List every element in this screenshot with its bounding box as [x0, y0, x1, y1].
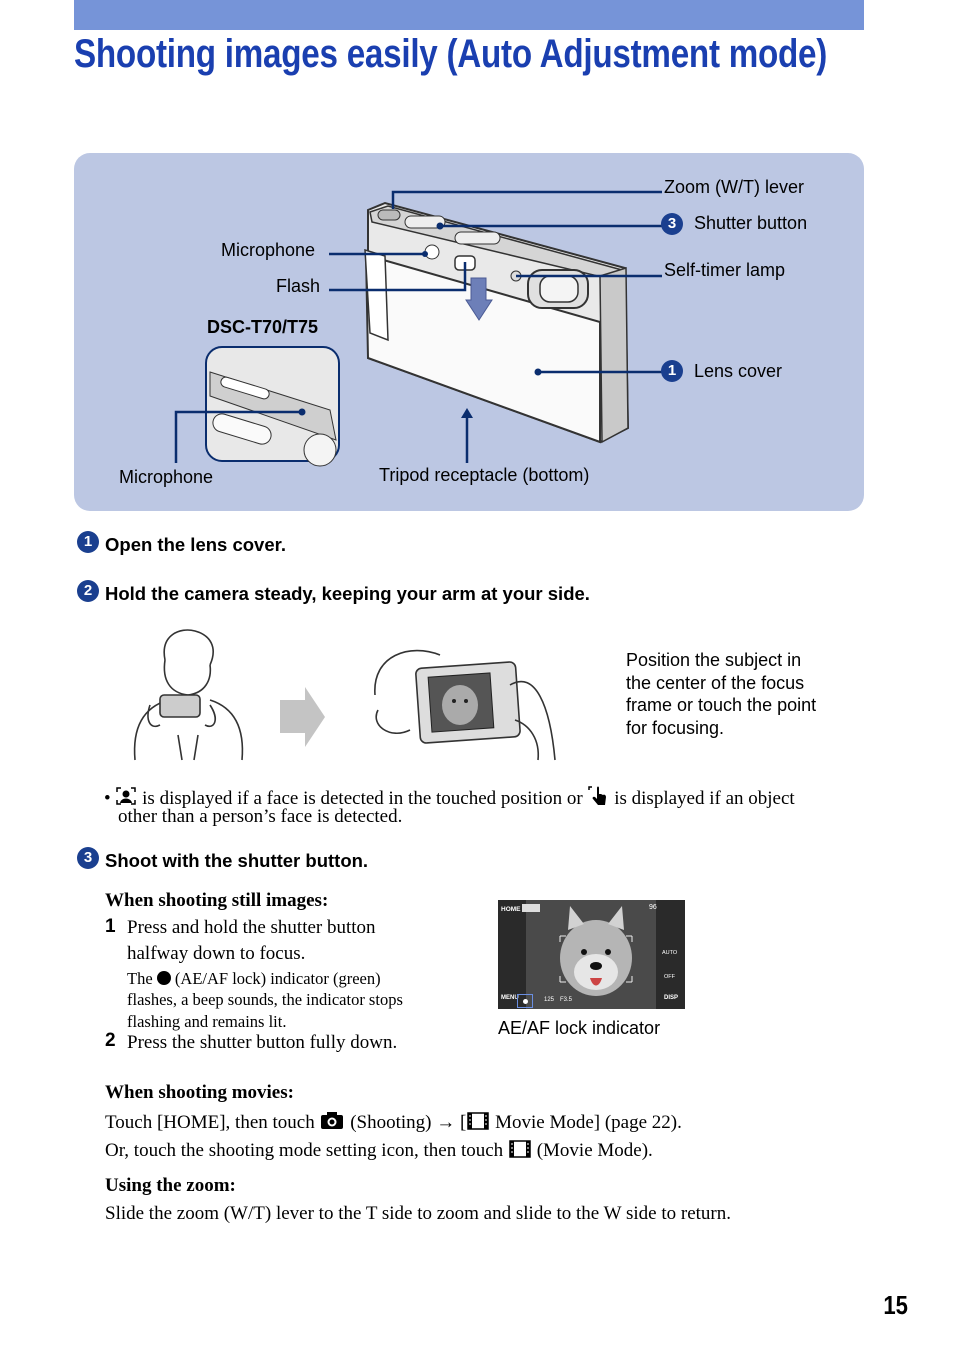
still-item2-num: 2 — [105, 1030, 116, 1051]
holding-illustration — [133, 629, 556, 761]
person-drawing — [133, 629, 244, 761]
step2-badge: 2 — [77, 580, 99, 602]
screen-aperture: F3.5 — [560, 997, 573, 1003]
badge-lens: 1 — [661, 360, 683, 382]
still-note-the: The — [127, 969, 153, 988]
screen-count: 96 — [649, 904, 657, 911]
callout-dots — [298, 222, 542, 418]
movies-line2: Or, touch the shooting mode setting icon… — [105, 1139, 653, 1162]
screen-home[interactable]: HOME — [501, 906, 521, 913]
still-item1-line2: halfway down to focus. — [127, 943, 306, 964]
bullet-line-2: other than a person’s face is detected. — [118, 806, 403, 827]
still-item2-text: Press the shutter button fully down. — [127, 1032, 398, 1053]
position-note-line: for focusing. — [626, 717, 725, 738]
screen-disp[interactable]: DISP — [664, 995, 679, 1001]
page-title: Shooting images easily (Auto Adjustment … — [74, 32, 828, 76]
screen-menu[interactable]: MENU — [501, 995, 519, 1001]
callout-lines — [174, 190, 662, 463]
movies-l1b: (Shooting) — [350, 1112, 432, 1133]
label-flash: Flash — [276, 276, 321, 296]
camera-back-drawing — [374, 649, 556, 761]
screen-auto[interactable]: AUTO — [662, 950, 678, 956]
step3-text: Shoot with the shutter button. — [105, 850, 369, 871]
still-note-text: (AE/AF lock) indicator (green) — [174, 969, 381, 988]
zoom-text: Slide the zoom (W/T) lever to the T side… — [105, 1203, 731, 1224]
step2-text: Hold the camera steady, keeping your arm… — [105, 583, 590, 604]
ae-af-dot-icon — [156, 971, 171, 985]
still-heading: When shooting still images: — [105, 890, 329, 911]
still-note-line3: flashing and remains lit. — [127, 1012, 287, 1031]
lcd-screen: HOME 96 AUTO OFF MENU 125 F3.5 DISP — [498, 900, 685, 1009]
still-note-line2: flashes, a beep sounds, the indicator st… — [127, 990, 403, 1009]
header-bar — [74, 0, 864, 30]
position-note-line: Position the subject in — [626, 650, 802, 670]
page-number: 15 — [883, 1290, 908, 1320]
movies-heading: When shooting movies: — [105, 1082, 294, 1103]
arrow-right-icon: → — [436, 1112, 456, 1133]
movies-l1d: Movie Mode] (page 22). — [495, 1112, 682, 1133]
bullet-text-1b: is displayed if an object — [614, 788, 795, 809]
label-shutter-button: Shutter button — [694, 213, 808, 233]
step3-badge: 3 — [77, 847, 99, 869]
still-item1-line1: Press and hold the shutter button — [127, 917, 376, 938]
ae-af-lock-indicator — [517, 994, 533, 1008]
movies-l2a: Or, touch the shooting mode setting icon… — [105, 1140, 504, 1161]
label-self-timer: Self-timer lamp — [664, 260, 786, 280]
label-tripod: Tripod receptacle (bottom) — [379, 465, 590, 485]
still-item1-num: 1 — [105, 916, 116, 937]
label-microphone: Microphone — [221, 240, 316, 260]
step1-text: Open the lens cover. — [105, 534, 286, 555]
label-zoom-lever: Zoom (W/T) lever — [664, 177, 805, 197]
dog-photo — [526, 900, 656, 1009]
position-note-line: frame or touch the point — [626, 695, 817, 715]
still-note-line1: The (AE/AF lock) indicator (green) — [127, 968, 381, 990]
label-model: DSC-T70/T75 — [207, 317, 319, 337]
film-icon — [508, 1139, 532, 1158]
arrow-right-icon — [280, 687, 325, 747]
face-frame-icon — [115, 786, 137, 805]
position-note-line: the center of the focus — [626, 672, 805, 693]
movies-l2b: (Movie Mode). — [536, 1140, 653, 1161]
film-icon — [466, 1111, 490, 1130]
touch-object-icon — [587, 785, 609, 805]
step1-badge: 1 — [77, 531, 99, 553]
badge-shutter: 3 — [661, 213, 683, 235]
inset-microphone-detail — [205, 346, 340, 467]
camera-icon — [319, 1110, 345, 1129]
position-note: Position the subject in the center of th… — [626, 649, 816, 739]
screen-off[interactable]: OFF — [664, 974, 675, 980]
movies-l1c: [ — [460, 1112, 467, 1133]
label-lens-cover: Lens cover — [694, 361, 783, 381]
camera-illustration — [174, 190, 662, 467]
label-microphone-inset: Microphone — [119, 467, 214, 487]
ae-af-caption: AE/AF lock indicator — [498, 1018, 661, 1038]
movies-l1a: Touch [HOME], then touch — [105, 1112, 315, 1133]
bullet-line-1: • is displayed if a face is detected in … — [104, 785, 795, 810]
battery-icon — [522, 904, 540, 912]
screen-shutter-speed: 125 — [544, 997, 555, 1003]
movies-line1: Touch [HOME], then touch (Shooting) → [ … — [105, 1110, 682, 1134]
bullet-text-1a: is displayed if a face is detected in th… — [142, 788, 583, 809]
zoom-heading: Using the zoom: — [105, 1175, 236, 1196]
bullet-mark: • — [104, 788, 111, 809]
camera-body — [364, 201, 630, 444]
